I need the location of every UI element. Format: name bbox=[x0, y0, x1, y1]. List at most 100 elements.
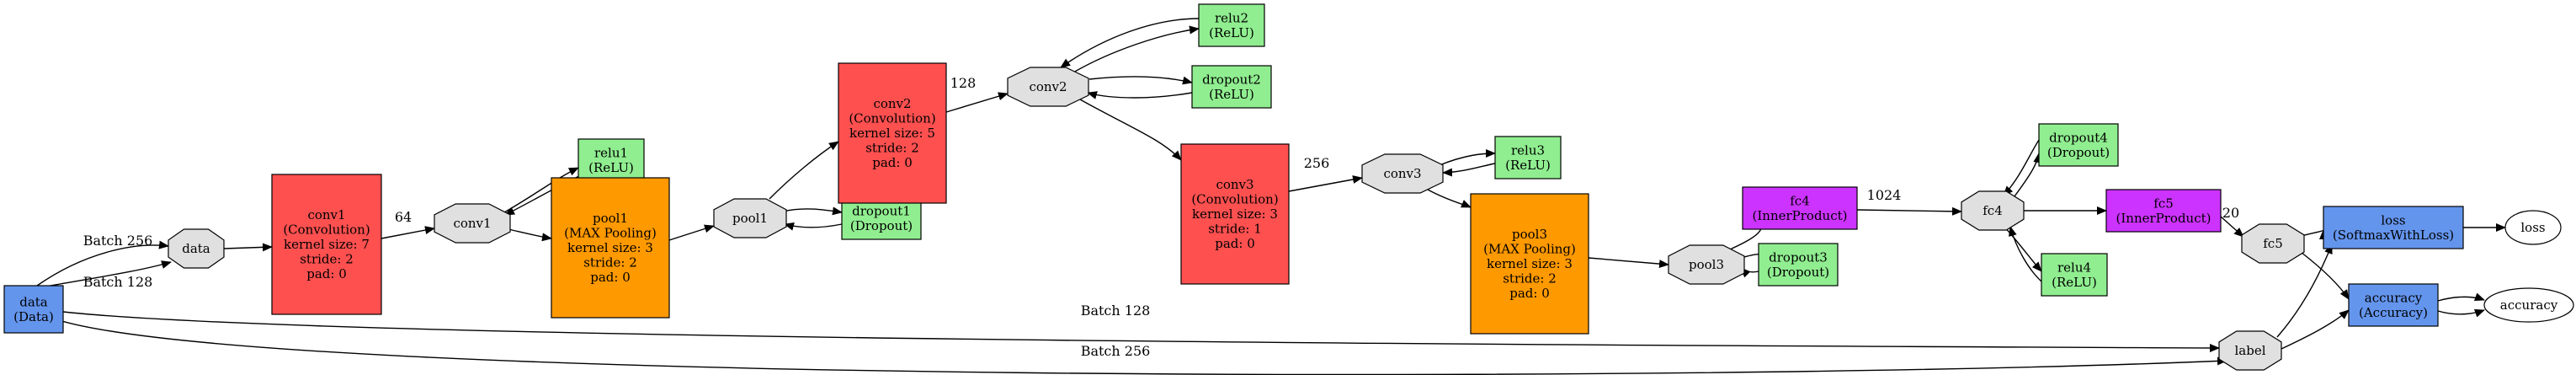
relu4-layer-node[interactable]: relu4(ReLU) bbox=[2041, 253, 2108, 297]
edge-label: Batch 128 bbox=[83, 274, 153, 290]
edge-conv2_blob-to-relu2_layer bbox=[1072, 25, 1200, 73]
dropout4-layer-node[interactable]: dropout4(Dropout) bbox=[2038, 123, 2119, 167]
node-name: pool1 bbox=[593, 211, 628, 226]
edge-conv2_blob-to-dropout2_layer bbox=[1088, 76, 1193, 85]
edge-conv1_layer-to-conv1_blob bbox=[381, 226, 435, 239]
output-ellipse bbox=[2504, 210, 2562, 245]
loss-out-node[interactable]: loss bbox=[2504, 210, 2562, 245]
edge-label: 128 bbox=[950, 75, 977, 91]
dropout3-layer-node[interactable]: dropout3(Dropout) bbox=[1758, 243, 1839, 287]
node-detail: kernel size: 3 bbox=[1192, 206, 1278, 222]
fc5-layer-node[interactable]: fc5(InnerProduct) bbox=[2105, 189, 2222, 233]
node-name: relu1 bbox=[594, 145, 628, 160]
layer-box bbox=[577, 138, 645, 182]
edge-label_blob-to-loss_layer bbox=[2276, 244, 2333, 338]
edge-data_layer-to-data_blob bbox=[36, 240, 169, 287]
label-blob-node[interactable]: label bbox=[2218, 330, 2282, 371]
node-detail: (SoftmaxWithLoss) bbox=[2333, 228, 2454, 243]
accuracy-layer-node[interactable]: accuracy(Accuracy) bbox=[2348, 283, 2439, 327]
node-name: conv3 bbox=[1216, 177, 1253, 192]
node-detail: (MAX Pooling) bbox=[1483, 242, 1576, 257]
node-name: fc5 bbox=[2263, 236, 2283, 251]
node-name: conv2 bbox=[873, 96, 911, 111]
relu1-layer-node[interactable]: relu1(ReLU) bbox=[577, 138, 645, 182]
node-detail: (MAX Pooling) bbox=[564, 226, 657, 241]
edge-fc5_blob-to-accuracy_layer bbox=[2300, 251, 2350, 300]
node-detail: pad: 0 bbox=[1215, 236, 1255, 251]
fc4-layer-node[interactable]: fc4(InnerProduct) bbox=[1742, 186, 1858, 230]
node-name: conv1 bbox=[307, 207, 345, 222]
node-detail: kernel size: 5 bbox=[849, 126, 935, 141]
edge-relu4_layer-to-fc4_blob bbox=[2009, 226, 2042, 282]
node-detail: (Data) bbox=[13, 309, 54, 324]
node-detail: kernel size: 3 bbox=[1487, 256, 1573, 271]
edge-data_layer-to-data_blob bbox=[50, 260, 172, 287]
edge-accuracy_layer-to-accuracy_out bbox=[2437, 292, 2485, 302]
node-detail: stride: 2 bbox=[583, 255, 637, 271]
node-name: label bbox=[2234, 343, 2265, 358]
relu3-layer-node[interactable]: relu3(ReLU) bbox=[1494, 136, 1562, 179]
blob-octagon bbox=[1361, 153, 1444, 194]
conv2-blob-node[interactable]: conv2 bbox=[1007, 67, 1089, 107]
layer-box bbox=[2323, 206, 2464, 249]
accuracy-out-node[interactable]: accuracy bbox=[2483, 287, 2574, 323]
data-blob-node[interactable]: data bbox=[168, 228, 225, 269]
node-name: fc4 bbox=[1983, 203, 2003, 218]
node-name: dropout1 bbox=[852, 203, 911, 218]
edge-conv1_blob-to-pool1_layer bbox=[508, 228, 552, 242]
edge-conv2_blob-to-conv3_layer bbox=[1079, 99, 1182, 161]
blob-octagon bbox=[2241, 223, 2305, 264]
node-detail: stride: 2 bbox=[865, 141, 919, 156]
layer-box bbox=[838, 62, 947, 204]
edge-pool1_blob-to-dropout1_layer bbox=[782, 206, 843, 216]
layer-box bbox=[1470, 193, 1589, 335]
edge-pool1_blob-to-conv2_layer bbox=[769, 141, 839, 200]
layer-box bbox=[2348, 283, 2439, 327]
node-detail: pad: 0 bbox=[872, 155, 913, 170]
blob-octagon bbox=[1007, 67, 1089, 107]
conv3-layer-node[interactable]: conv3(Convolution)kernel size: 3stride: … bbox=[1180, 143, 1290, 285]
conv1-layer-node[interactable]: conv1(Convolution)kernel size: 7stride: … bbox=[271, 174, 382, 315]
layer-box bbox=[551, 177, 670, 319]
pool1-layer-node[interactable]: pool1(MAX Pooling)kernel size: 3stride: … bbox=[551, 177, 670, 319]
conv3-blob-node[interactable]: conv3 bbox=[1361, 153, 1444, 194]
conv1-blob-node[interactable]: conv1 bbox=[434, 203, 511, 244]
node-name: fc4 bbox=[1790, 193, 1810, 208]
node-name: conv3 bbox=[1383, 166, 1421, 181]
node-name: pool3 bbox=[1512, 227, 1547, 242]
pool3-blob-node[interactable]: pool3 bbox=[1668, 244, 1745, 285]
edge-relu2_layer-to-conv2_blob bbox=[1060, 18, 1200, 68]
blob-octagon bbox=[713, 198, 787, 238]
pool1-blob-node[interactable]: pool1 bbox=[713, 198, 787, 238]
node-name: dropout4 bbox=[2049, 130, 2108, 145]
pool3-layer-node[interactable]: pool3(MAX Pooling)kernel size: 3stride: … bbox=[1470, 193, 1589, 335]
edge-label: Batch 128 bbox=[1081, 303, 1151, 319]
layer-box bbox=[2041, 253, 2108, 297]
edge-fc4_blob-to-dropout4_layer bbox=[2014, 153, 2042, 197]
edge-label_blob-to-accuracy_layer bbox=[2281, 309, 2350, 350]
layer-box bbox=[1191, 65, 1272, 109]
edge-fc4_blob-to-relu4_layer bbox=[2003, 225, 2042, 272]
edge-conv2_layer-to-conv2_blob bbox=[945, 92, 1009, 113]
node-detail: (Convolution) bbox=[1191, 192, 1278, 207]
relu2-layer-node[interactable]: relu2(ReLU) bbox=[1198, 3, 1265, 47]
loss-layer-node[interactable]: loss(SoftmaxWithLoss) bbox=[2323, 206, 2464, 249]
edge-fc5_layer-to-fc5_blob bbox=[2220, 216, 2244, 238]
fc5-blob-node[interactable]: fc5 bbox=[2241, 223, 2305, 264]
node-detail: (Accuracy) bbox=[2359, 305, 2428, 320]
dropout2-layer-node[interactable]: dropout2(ReLU) bbox=[1191, 65, 1272, 109]
edge-fc4_layer-to-fc4_blob bbox=[1856, 206, 1962, 216]
edge-data_blob-to-conv1_layer bbox=[223, 243, 273, 252]
node-name: conv1 bbox=[453, 216, 491, 231]
edges-group bbox=[36, 18, 2506, 375]
edge-accuracy_layer-to-accuracy_out bbox=[2437, 309, 2485, 318]
node-name: dropout3 bbox=[1769, 249, 1828, 265]
fc4-blob-node[interactable]: fc4 bbox=[1961, 190, 2025, 231]
conv2-layer-node[interactable]: conv2(Convolution)kernel size: 5stride: … bbox=[838, 62, 947, 204]
node-detail: (ReLU) bbox=[1209, 87, 1254, 102]
data-layer-node[interactable]: data(Data) bbox=[3, 285, 64, 334]
edge-label: 256 bbox=[1304, 155, 1330, 171]
edge-label: 64 bbox=[395, 209, 412, 225]
node-detail: (Convolution) bbox=[849, 111, 935, 126]
